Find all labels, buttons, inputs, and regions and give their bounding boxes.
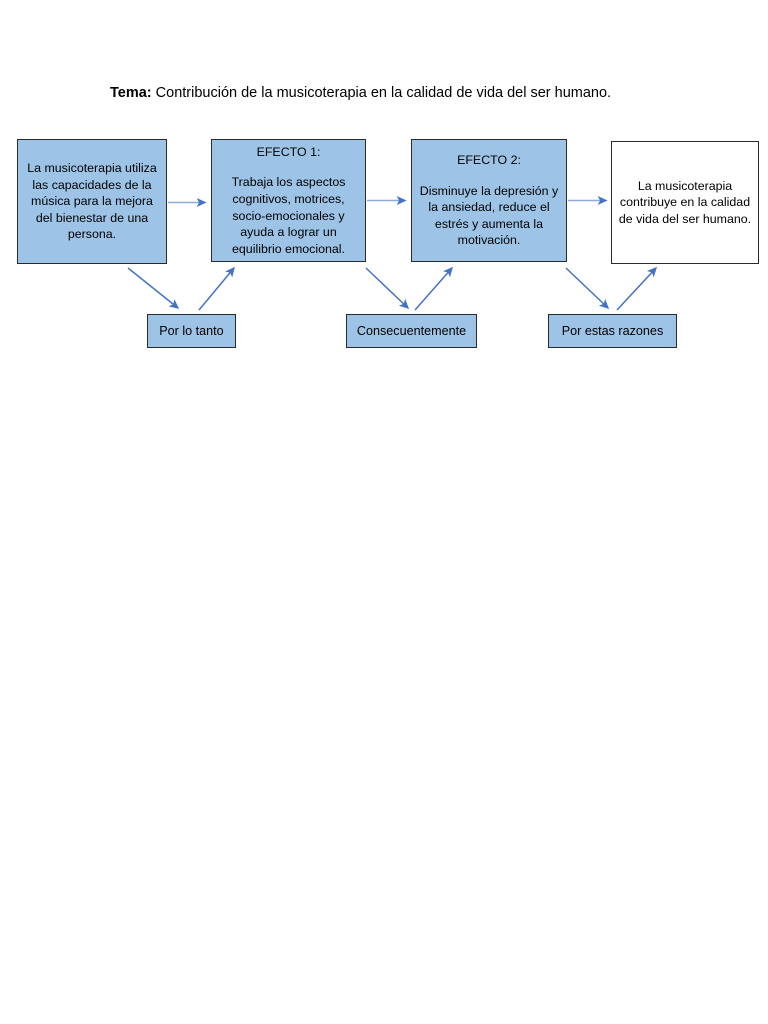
flow-node-heading: EFECTO 2: [457,153,521,168]
flow-node-body: Disminuye la depresión y la ansiedad, re… [419,183,559,248]
connector-label: Consecuentemente [356,324,467,338]
flow-node-cause[interactable]: La musicoterapia utiliza las capacidades… [17,139,167,264]
flow-node-effect-1[interactable]: EFECTO 1: Trabaja los aspectos cognitivo… [211,139,366,262]
page-title-label: Tema: [110,85,152,101]
connector-box-consecuentemente[interactable]: Consecuentemente [346,314,477,348]
connector-label: Por lo tanto [159,324,224,338]
edge-node1-conn1 [365,267,410,310]
flow-node-conclusion[interactable]: La musicoterapia contribuye en la calida… [611,141,759,264]
flow-node-body: La musicoterapia contribuye en la calida… [618,178,752,226]
connector-box-por-estas-razones[interactable]: Por estas razones [548,314,677,348]
edge-conn1-node2 [414,266,453,311]
page-title: Tema: Contribución de la musicoterapia e… [110,84,611,103]
connector-label: Por estas razones [561,324,664,338]
page-title-text: Contribución de la musicoterapia en la c… [151,85,612,101]
flow-node-body: La musicoterapia utiliza las capacidades… [27,161,157,242]
edge-conn0-node1 [198,266,235,311]
edge-node0-conn0 [127,267,180,309]
edge-node2-conn2 [565,267,610,310]
flow-node-body: Trabaja los aspectos cognitivos, motrice… [231,175,346,256]
connector-box-por-lo-tanto[interactable]: Por lo tanto [147,314,236,348]
flow-node-effect-2[interactable]: EFECTO 2: Disminuye la depresión y la an… [411,139,567,262]
edge-conn2-node3 [616,266,658,311]
flow-node-heading: EFECTO 1: [256,144,321,159]
